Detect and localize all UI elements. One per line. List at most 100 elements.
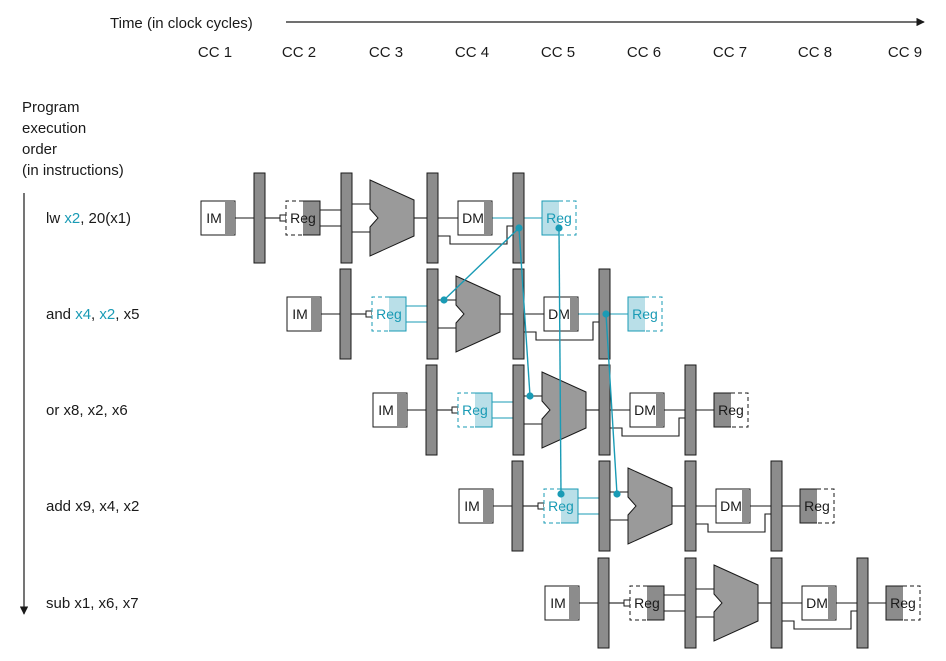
reg-label: Reg: [376, 306, 402, 322]
reg-solid-edge: [885, 585, 903, 621]
bypass-wire: [524, 321, 599, 341]
reg-label: Reg: [548, 498, 574, 514]
im-shade: [569, 587, 578, 619]
im-label: IM: [550, 595, 566, 611]
order-label-line-2: execution: [22, 120, 86, 137]
forward-lw-to-or: [518, 227, 531, 397]
bypass-wire: [782, 610, 857, 630]
reg-dashed-edge: [645, 296, 663, 332]
instruction-label: add x9, x4, x2: [46, 498, 139, 515]
reg-dashed-edge: [731, 392, 749, 428]
reg-label: Reg: [462, 402, 488, 418]
alu-shape: [627, 467, 673, 545]
reg-shade: [389, 297, 406, 331]
reg-shade: [800, 489, 817, 523]
reg-dashed-edge: [903, 585, 921, 621]
dm-label: DM: [720, 498, 742, 514]
forwarding-dot: [555, 224, 563, 232]
instruction-label: sub x1, x6, x7: [46, 595, 139, 612]
pipeline-register: [253, 172, 266, 264]
bypass-wire: [696, 513, 771, 533]
im-border: [544, 585, 580, 621]
forward-and-to-add: [605, 313, 618, 495]
reg-solid-edge: [475, 392, 493, 428]
forwarding-dot: [613, 490, 621, 498]
reg-solid-edge: [799, 488, 817, 524]
reg-shade: [628, 297, 645, 331]
reg-solid-edge: [647, 585, 665, 621]
dm-border: [543, 296, 579, 332]
instruction-text: lw: [46, 210, 64, 227]
dm-border: [801, 585, 837, 621]
reg-input-port: [279, 214, 287, 222]
instruction-text: , 20(x1): [80, 210, 131, 227]
pipeline-register: [684, 557, 697, 649]
instruction-text: and: [46, 306, 75, 323]
reg-dashed-edge: [543, 488, 561, 524]
instruction-text: , x5: [115, 306, 139, 323]
instruction-text: or x8, x2, x6: [46, 402, 128, 419]
forwarding-paths: [440, 224, 621, 498]
instruction-label: lw x2, 20(x1): [46, 210, 131, 227]
dm-border: [715, 488, 751, 524]
reg-label: Reg: [632, 306, 658, 322]
reg-solid-edge: [561, 488, 579, 524]
pipeline-register: [339, 268, 352, 360]
reg-input-port: [451, 406, 459, 414]
pipeline-register: [512, 364, 525, 456]
reg-input-port: [623, 599, 631, 607]
im-border: [286, 296, 322, 332]
reg-label: Reg: [290, 210, 316, 226]
cycle-label: CC 8: [798, 44, 832, 61]
order-label-line-4: (in instructions): [22, 162, 124, 179]
reg-solid-edge: [627, 296, 645, 332]
reg-label: Reg: [718, 402, 744, 418]
pipeline-register: [598, 364, 611, 456]
reg-input-port: [537, 502, 545, 510]
forward-lw-to-and: [443, 227, 520, 301]
reg-solid-edge: [541, 200, 559, 236]
dm-shade: [570, 298, 577, 330]
reg-dashed-edge: [457, 392, 475, 428]
reg-dashed-edge: [285, 200, 303, 236]
reg-dashed-edge: [371, 296, 389, 332]
reg-label: Reg: [546, 210, 572, 226]
dm-label: DM: [462, 210, 484, 226]
reg-input-port: [365, 310, 373, 318]
im-shade: [311, 298, 320, 330]
reg-shade: [647, 586, 664, 620]
reg-shade: [303, 201, 320, 235]
reg-solid-edge: [713, 392, 731, 428]
alu-shape: [713, 564, 759, 642]
alu-shape: [541, 371, 587, 449]
instruction-label: or x8, x2, x6: [46, 402, 128, 419]
bypass-wire: [438, 225, 513, 245]
im-label: IM: [378, 402, 394, 418]
register-highlight: x4: [75, 306, 91, 323]
pipeline-register: [426, 268, 439, 360]
pipeline-register: [684, 460, 697, 552]
im-border: [372, 392, 408, 428]
bypass-wire: [610, 417, 685, 437]
reg-solid-edge: [303, 200, 321, 236]
pipeline-register: [770, 460, 783, 552]
alu-shape: [369, 179, 415, 257]
dm-label: DM: [806, 595, 828, 611]
time-axis-label: Time (in clock cycles): [110, 15, 253, 32]
register-highlight: x2: [64, 210, 80, 227]
reg-shade: [714, 393, 731, 427]
cycle-label: CC 3: [369, 44, 403, 61]
pipeline-register: [684, 364, 697, 456]
pipeline-register: [511, 460, 524, 552]
dm-shade: [656, 394, 663, 426]
reg-dashed-edge: [559, 200, 577, 236]
forwarding-dot: [602, 310, 610, 318]
reg-label: Reg: [890, 595, 916, 611]
im-shade: [397, 394, 406, 426]
reg-dashed-edge: [817, 488, 835, 524]
